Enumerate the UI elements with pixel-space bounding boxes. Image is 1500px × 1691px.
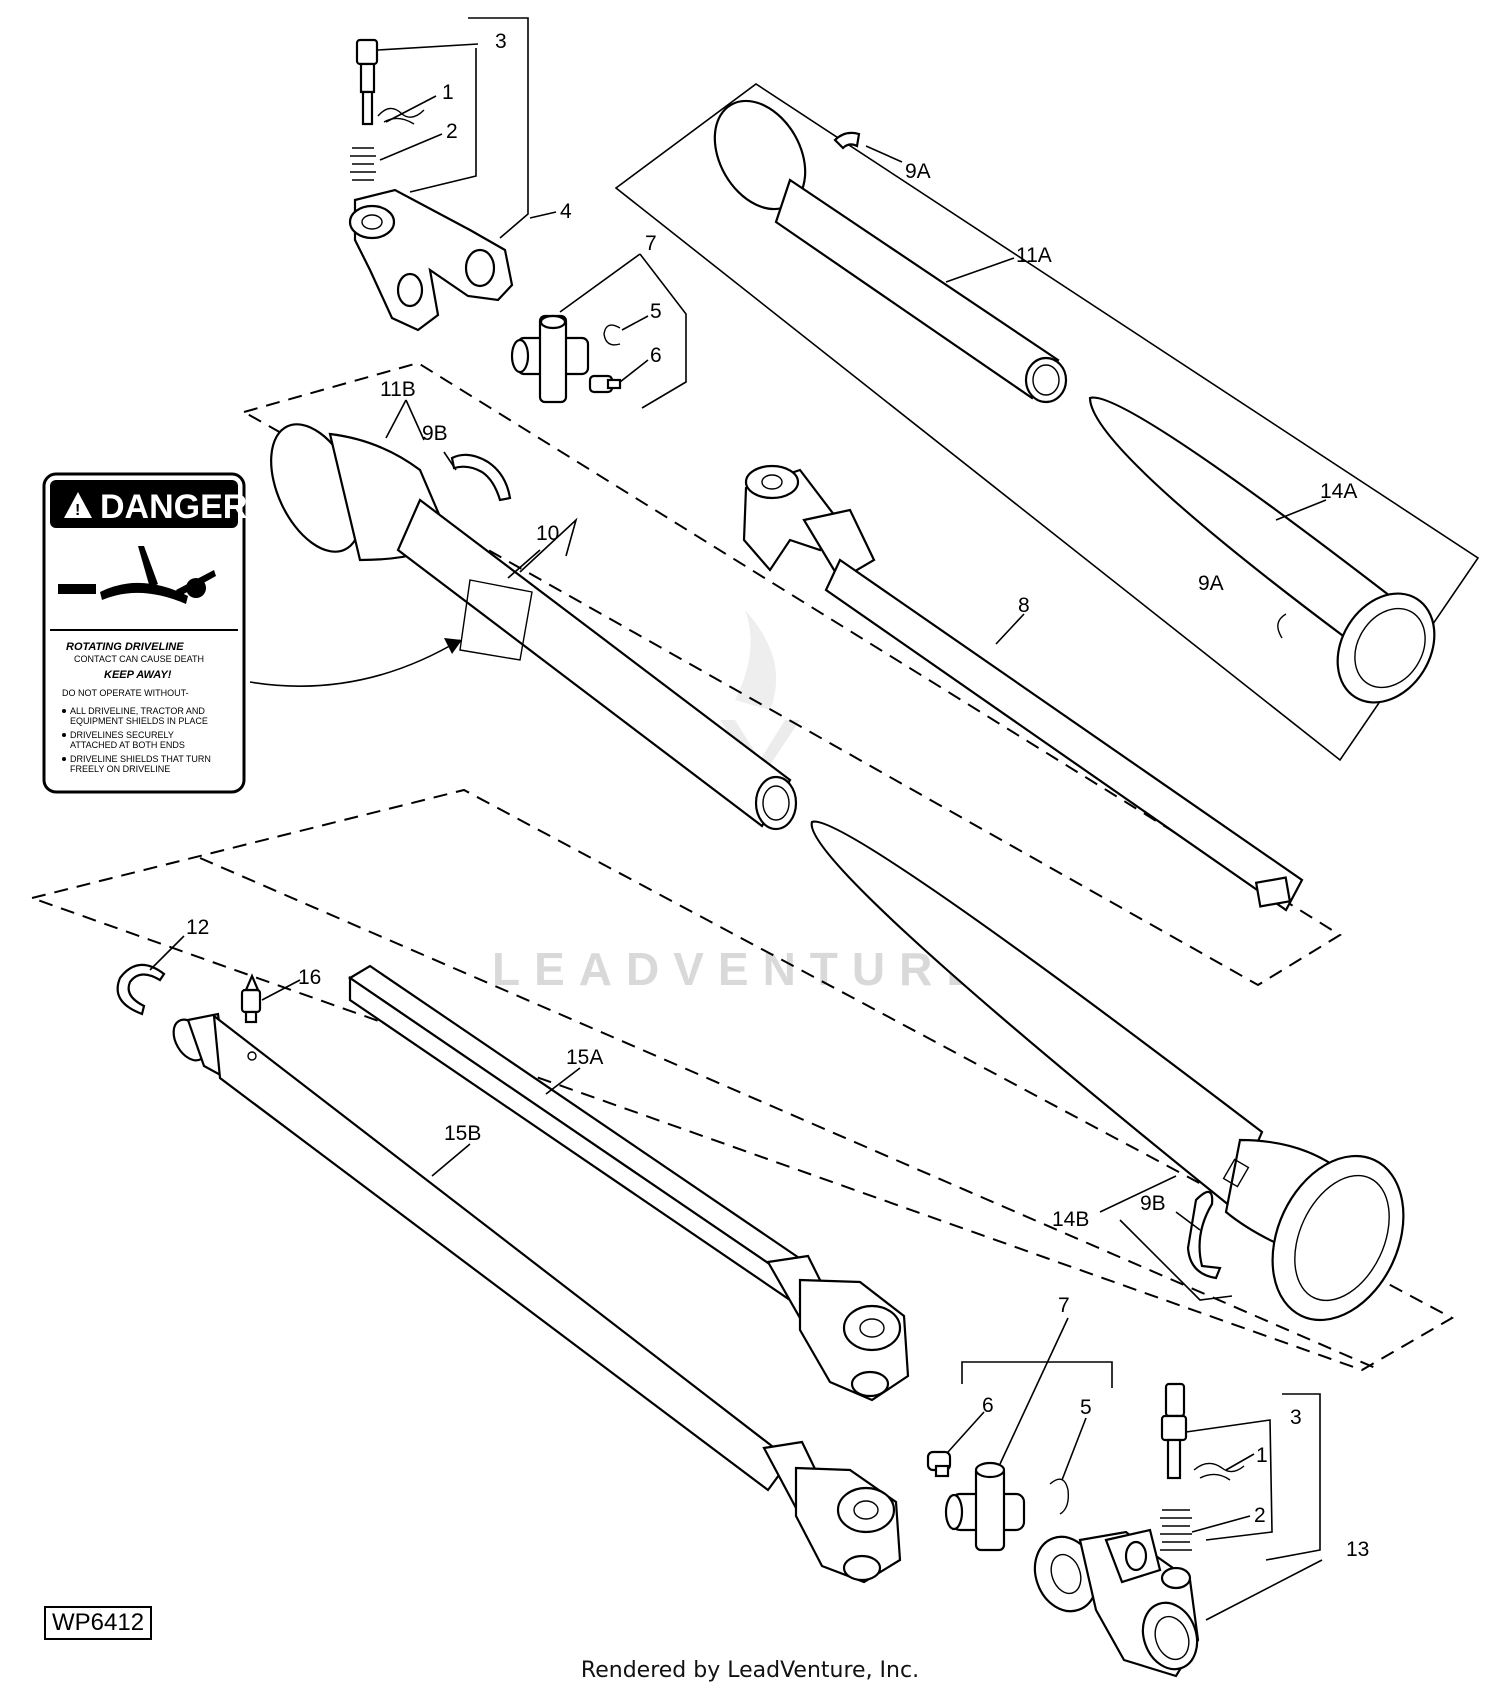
callout-3-lower: 3 (1290, 1406, 1302, 1429)
snap-ring-5 (603, 324, 621, 346)
svg-text:ATTACHED AT BOTH ENDS: ATTACHED AT BOTH ENDS (70, 740, 185, 750)
grease-fitting-16 (240, 973, 262, 1024)
grease-fitting-6 (588, 374, 622, 394)
callout-9b-right: 9B (1140, 1192, 1166, 1215)
shield-tube-11a (713, 99, 1068, 404)
callout-5-lower: 5 (1080, 1396, 1092, 1419)
grease-fitting-6-lower (926, 1450, 952, 1478)
callout-6: 6 (650, 344, 662, 367)
snap-ring-5-lower (1049, 1478, 1070, 1515)
callout-9b-left: 9B (422, 422, 448, 445)
callout-1: 1 (442, 81, 454, 104)
credit-text: Rendered by LeadVenture, Inc. (580, 1658, 920, 1683)
callout-3: 3 (495, 30, 507, 53)
callout-15b: 15B (444, 1122, 481, 1145)
callout-16: 16 (298, 966, 321, 989)
driveline-half-8 (742, 464, 1304, 912)
cross-kit-7-lower (944, 1461, 1026, 1552)
bracket-7 (559, 253, 687, 409)
svg-text:FREELY ON DRIVELINE: FREELY ON DRIVELINE (70, 764, 170, 774)
bracket-3 (468, 17, 529, 239)
callout-11a: 11A (1016, 244, 1052, 267)
danger-heading: ROTATING DRIVELINE (66, 641, 184, 653)
spring-2 (350, 147, 376, 181)
callout-8: 8 (1018, 594, 1030, 617)
danger-decal: ! DANGER ROTATING DRIVELINE CONTACT CAN … (42, 472, 247, 794)
cross-kit-7 (510, 314, 590, 404)
lock-collar-9a-top (833, 131, 861, 150)
lock-collar-9b-left (450, 453, 512, 502)
callout-13: 13 (1346, 1538, 1369, 1561)
retaining-clip-1 (377, 107, 425, 125)
callout-11b: 11B (380, 378, 416, 401)
shield-tube-14b (810, 820, 1405, 1322)
yoke-13 (1033, 1528, 1200, 1678)
svg-text:KEEP AWAY!: KEEP AWAY! (104, 669, 172, 681)
callout-14a: 14A (1320, 480, 1357, 503)
outer-tube-group-outline (614, 83, 1480, 762)
inner-tube-group-divider (199, 857, 1381, 1371)
callout-15a: 15A (566, 1046, 603, 1069)
danger-title: DANGER (100, 488, 247, 526)
callout-9a-top: 9A (905, 160, 931, 183)
svg-text:DO NOT OPERATE WITHOUT-: DO NOT OPERATE WITHOUT- (62, 688, 189, 698)
callout-9a-right: 9A (1198, 572, 1224, 595)
warning-triangle-icon (64, 492, 92, 518)
lock-collar-9a-right (1277, 613, 1287, 639)
watermark-text: LEADVENTURE (492, 943, 991, 995)
callout-12: 12 (186, 916, 209, 939)
safety-decal-10 (459, 579, 533, 661)
callout-7: 7 (645, 232, 657, 255)
inner-tube-group-outline (28, 788, 1455, 1372)
svg-text:DRIVELINES SECURELY: DRIVELINES SECURELY (70, 730, 174, 740)
hazard-pictogram-icon (58, 546, 216, 604)
svg-text:ALL DRIVELINE, TRACTOR AND: ALL DRIVELINE, TRACTOR AND (70, 706, 205, 716)
retaining-clip-1-lower (1193, 1462, 1245, 1481)
inner-tube-15a (347, 964, 910, 1402)
callout-5: 5 (650, 300, 662, 323)
callout-4: 4 (560, 200, 572, 223)
callout-14b: 14B (1052, 1208, 1089, 1231)
inner-tube-15b (172, 1012, 902, 1584)
shield-group-outline-upper (241, 361, 1342, 987)
callout-2: 2 (446, 120, 458, 143)
lock-pin-3-lower (1160, 1382, 1188, 1480)
spring-2-lower (1160, 1509, 1192, 1551)
bracket-7-lower (961, 1361, 1113, 1388)
lock-collar-9b-right (1186, 1190, 1222, 1280)
svg-text:DRIVELINE SHIELDS THAT TURN: DRIVELINE SHIELDS THAT TURN (70, 754, 211, 764)
yoke-4 (348, 188, 514, 332)
figure-id: WP6412 (44, 1606, 153, 1640)
shield-tube-14a (1088, 396, 1436, 704)
callout-1-lower: 1 (1256, 1444, 1268, 1467)
svg-text:CONTACT CAN CAUSE DEATH: CONTACT CAN CAUSE DEATH (74, 654, 204, 664)
svg-text:!: ! (75, 502, 80, 519)
bracket-13 (1265, 1393, 1321, 1561)
shield-11b (270, 423, 798, 831)
lock-pin-3 (355, 38, 379, 126)
callout-2-lower: 2 (1254, 1504, 1266, 1527)
callout-10: 10 (536, 522, 559, 545)
callout-6-lower: 6 (982, 1394, 994, 1417)
svg-text:EQUIPMENT SHIELDS IN PLACE: EQUIPMENT SHIELDS IN PLACE (70, 716, 208, 726)
watermark: LEADVENTURE (492, 610, 991, 995)
retaining-ring-12 (116, 963, 166, 1016)
callout-7-lower: 7 (1058, 1294, 1070, 1317)
pointer-arrow (249, 639, 461, 687)
